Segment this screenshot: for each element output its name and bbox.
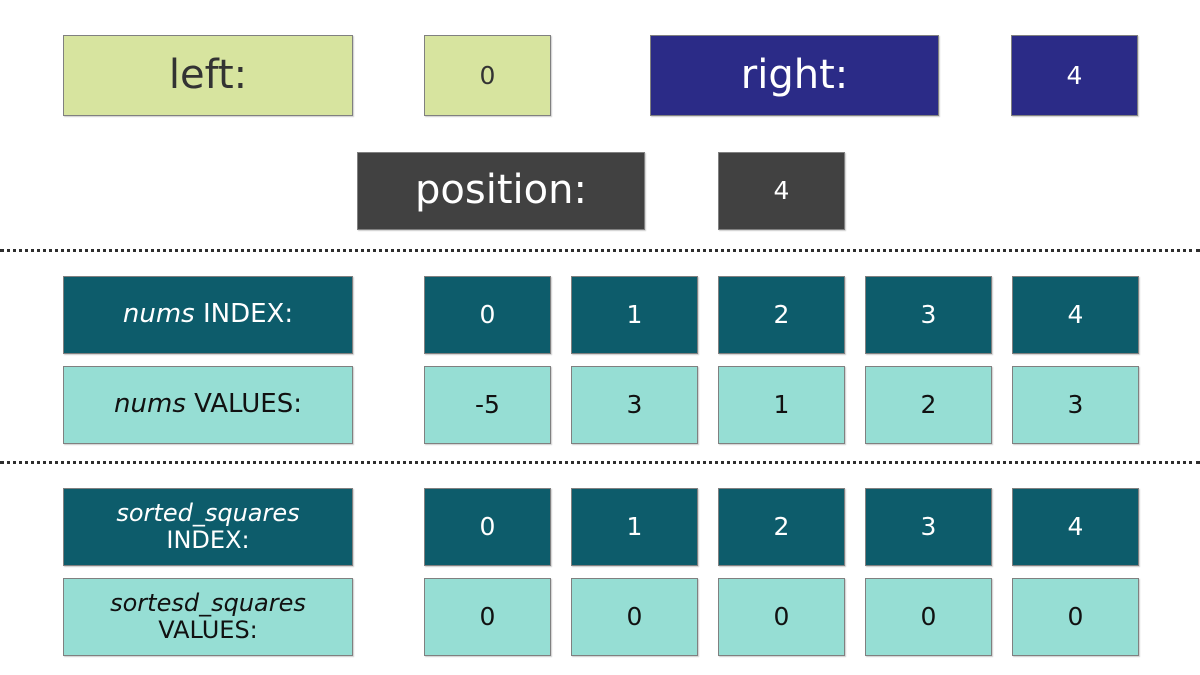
nums-index-label-suffix: INDEX: bbox=[194, 299, 294, 330]
sorted-squares-index-cell-4: 4 bbox=[1012, 488, 1139, 566]
sorted-squares-index-cell-2: 2 bbox=[718, 488, 845, 566]
nums-values-label-suffix: VALUES: bbox=[185, 389, 302, 420]
nums-index-row-label-text: nums INDEX: bbox=[123, 301, 293, 328]
left-pointer-value: 0 bbox=[424, 35, 551, 116]
sorted-squares-value-cell-0: 0 bbox=[424, 578, 551, 656]
nums-value-cell-0: -5 bbox=[424, 366, 551, 444]
sorted-squares-index-label-varname: sorted_squares bbox=[116, 499, 300, 528]
nums-index-cell-3: 3 bbox=[865, 276, 992, 354]
sorted-squares-values-label-varname: sortesd_squares bbox=[110, 589, 306, 618]
nums-values-label-varname: nums bbox=[114, 389, 186, 420]
sorted-squares-value-cell-1: 0 bbox=[571, 578, 698, 656]
position-label: position: bbox=[357, 152, 645, 230]
sorted-squares-index-row-label: sorted_squares INDEX: bbox=[63, 488, 353, 566]
nums-index-cell-1: 1 bbox=[571, 276, 698, 354]
sorted-squares-index-label-suffix: INDEX: bbox=[166, 526, 250, 554]
nums-index-label-varname: nums bbox=[122, 299, 195, 330]
nums-index-cell-0: 0 bbox=[424, 276, 551, 354]
section-divider-top bbox=[0, 249, 1200, 252]
sorted-squares-index-cell-3: 3 bbox=[865, 488, 992, 566]
left-pointer-label: left: bbox=[63, 35, 353, 116]
sorted-squares-index-cell-0: 0 bbox=[424, 488, 551, 566]
right-pointer-label: right: bbox=[650, 35, 939, 116]
right-pointer-value: 4 bbox=[1011, 35, 1138, 116]
sorted-squares-value-cell-4: 0 bbox=[1012, 578, 1139, 656]
position-value: 4 bbox=[718, 152, 845, 230]
nums-value-cell-3: 2 bbox=[865, 366, 992, 444]
sorted-squares-value-cell-2: 0 bbox=[718, 578, 845, 656]
nums-index-cell-2: 2 bbox=[718, 276, 845, 354]
nums-index-row-label: nums INDEX: bbox=[63, 276, 353, 354]
nums-value-cell-1: 3 bbox=[571, 366, 698, 444]
sorted-squares-values-label-suffix: VALUES: bbox=[158, 616, 258, 644]
sorted-squares-value-cell-3: 0 bbox=[865, 578, 992, 656]
nums-value-cell-4: 3 bbox=[1012, 366, 1139, 444]
nums-values-row-label-text: nums VALUES: bbox=[114, 391, 302, 418]
nums-index-cell-4: 4 bbox=[1012, 276, 1139, 354]
sorted-squares-index-cell-1: 1 bbox=[571, 488, 698, 566]
sorted-squares-values-row-label: sortesd_squares VALUES: bbox=[63, 578, 353, 656]
nums-value-cell-2: 1 bbox=[718, 366, 845, 444]
nums-values-row-label: nums VALUES: bbox=[63, 366, 353, 444]
section-divider-bottom bbox=[0, 461, 1200, 464]
